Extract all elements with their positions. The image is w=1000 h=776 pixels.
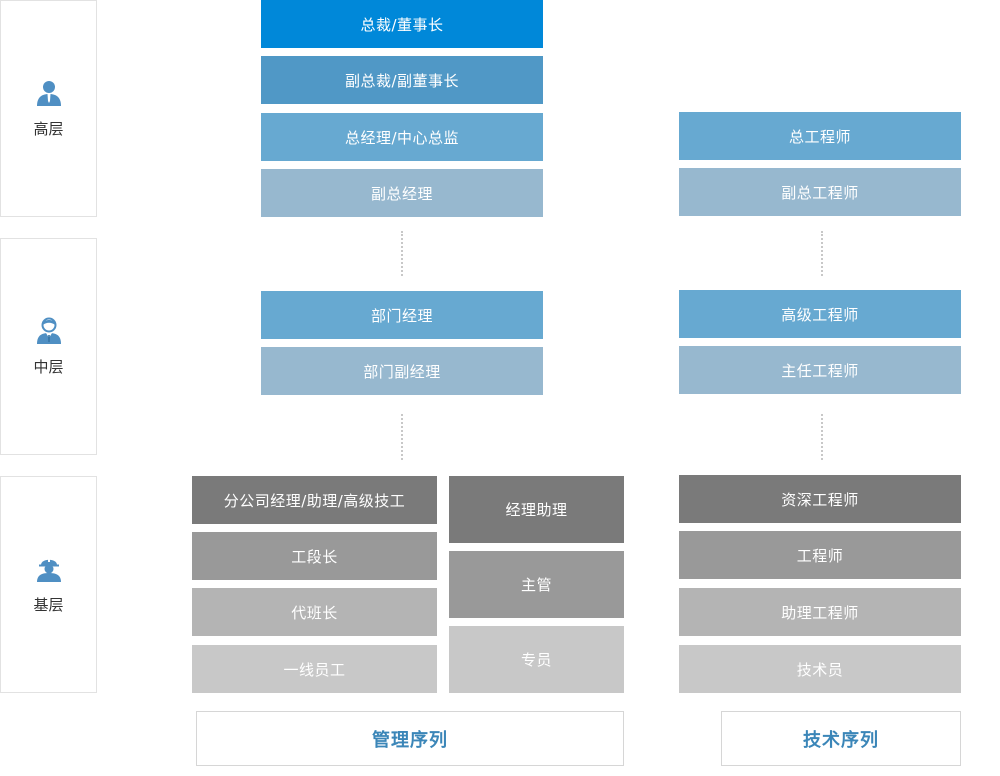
role-box-frontline-staff: 一线员工: [192, 645, 437, 693]
level-base: 基层: [0, 476, 97, 693]
management-sequence-label: 管理序列: [196, 711, 624, 766]
dotted-connector: [821, 414, 823, 460]
role-box-general-manager: 总经理/中心总监: [261, 113, 543, 161]
level-label: 基层: [33, 596, 64, 614]
role-box-department-manager: 部门经理: [261, 291, 543, 339]
role-box-president: 总裁/董事长: [261, 0, 543, 48]
role-box-deputy-general-manager: 副总经理: [261, 169, 543, 217]
role-box-deputy-department-manager: 部门副经理: [261, 347, 543, 395]
role-box-vice-president: 副总裁/副董事长: [261, 56, 543, 104]
manager-icon: [36, 317, 61, 344]
role-box-senior-engineer: 高级工程师: [679, 290, 961, 338]
dotted-connector: [401, 414, 403, 460]
role-box-section-chief: 工段长: [192, 532, 437, 580]
dotted-connector: [401, 231, 403, 276]
role-box-chief-engineer: 总工程师: [679, 112, 961, 160]
role-box-deputy-chief-engineer: 副总工程师: [679, 168, 961, 216]
executive-icon: [36, 81, 61, 106]
role-box-branch-manager: 分公司经理/助理/高级技工: [192, 476, 437, 524]
level-middle: 中层: [0, 238, 97, 455]
worker-icon: [36, 557, 61, 582]
role-box-engineer: 工程师: [679, 531, 961, 579]
role-box-supervisor: 主管: [449, 551, 624, 618]
role-box-manager-assistant: 经理助理: [449, 476, 624, 543]
role-box-specialist: 专员: [449, 626, 624, 693]
level-senior: 高层: [0, 0, 97, 217]
role-box-technician: 技术员: [679, 645, 961, 693]
level-label: 高层: [33, 120, 64, 138]
level-label: 中层: [33, 358, 64, 376]
dotted-connector: [821, 231, 823, 276]
role-box-shift-leader: 代班长: [192, 588, 437, 636]
role-box-veteran-engineer: 资深工程师: [679, 475, 961, 523]
role-box-assistant-engineer: 助理工程师: [679, 588, 961, 636]
technical-sequence-label: 技术序列: [721, 711, 961, 766]
role-box-principal-engineer: 主任工程师: [679, 346, 961, 394]
